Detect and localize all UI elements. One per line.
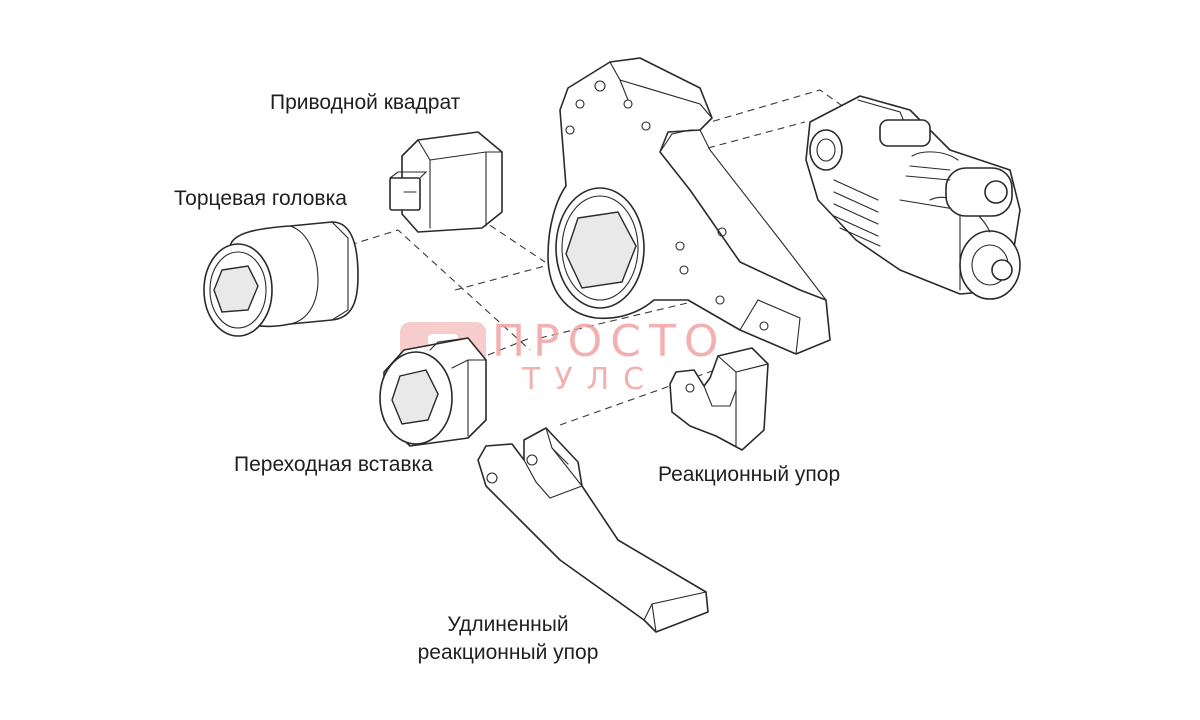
extended-reaction-stop-part [477, 427, 709, 633]
adapter-insert-part [379, 337, 487, 447]
label-adapter-insert: Переходная вставка [234, 453, 433, 476]
drive-square-part [389, 131, 503, 233]
label-drive-square: Приводной квадрат [270, 91, 461, 114]
label-socket: Торцевая головка [174, 187, 347, 210]
cassette-body-part [547, 57, 831, 355]
socket-part [203, 221, 359, 337]
label-reaction-stop: Реакционный упор [658, 463, 841, 486]
label-extended-stop-line1: Удлиненный [447, 613, 569, 636]
watermark-line1: ПРОСТО [492, 316, 727, 367]
hydraulic-cylinder-part [805, 95, 1021, 300]
watermark-line2: ТУЛС [522, 362, 659, 397]
reaction-stop-part [669, 347, 769, 451]
label-extended-stop-line2: реакционный упор [417, 641, 599, 664]
